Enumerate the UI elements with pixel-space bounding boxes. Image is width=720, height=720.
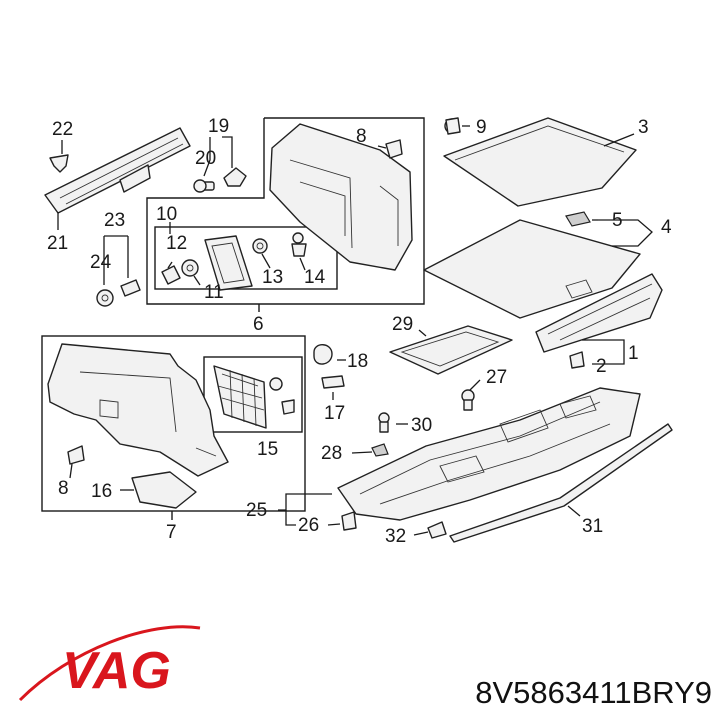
callout-19: 19 <box>208 116 229 137</box>
callout-16: 16 <box>91 481 112 502</box>
stud-part-23 <box>120 279 141 297</box>
bolt-part-30 <box>378 412 390 433</box>
floor-cover-part-3 <box>443 117 637 207</box>
leader-lines <box>57 125 653 536</box>
parcel-shelf-part-25 <box>337 387 641 521</box>
washer-part-13 <box>252 238 268 254</box>
clip-part-32 <box>427 521 447 539</box>
subgroup-frame-10 <box>154 226 338 290</box>
group-frame-6 <box>146 117 425 305</box>
clip-part-15-a <box>269 377 283 391</box>
logo-swoosh <box>18 625 201 702</box>
clip-part-8-left <box>67 445 85 465</box>
load-floor-part-4 <box>423 219 641 319</box>
callout-7: 7 <box>166 522 177 543</box>
callout-6: 6 <box>253 314 264 335</box>
clip-part-15-b <box>281 399 295 415</box>
cap-part-12 <box>161 265 181 285</box>
sill-trim-part-21 <box>44 127 191 214</box>
callout-32: 32 <box>385 526 406 547</box>
clip-part-2 <box>569 351 585 369</box>
callout-21: 21 <box>47 233 68 254</box>
tray-part-16 <box>131 471 197 509</box>
callout-4: 4 <box>661 217 672 238</box>
screw-part-14 <box>291 232 307 257</box>
sill-panel-part-1 <box>535 273 663 353</box>
callout-11: 11 <box>204 282 224 303</box>
grommet-part-11b <box>181 259 199 277</box>
handle-part-5 <box>565 211 591 227</box>
callout-20: 20 <box>195 148 216 169</box>
callout-25: 25 <box>246 500 267 521</box>
callout-labels: 22 21 19 20 23 24 8 9 3 5 4 10 12 11 13 … <box>47 116 672 547</box>
callout-18: 18 <box>347 351 368 372</box>
logo-text: VAG <box>62 642 171 700</box>
callout-3: 3 <box>638 117 649 138</box>
bracket-part-19 <box>223 167 247 187</box>
group-frame-7 <box>41 335 306 512</box>
lamp-part-17 <box>321 375 345 389</box>
callout-2: 2 <box>596 356 607 377</box>
callout-22: 22 <box>52 119 73 140</box>
bolt-part-20 <box>193 179 215 193</box>
callout-31: 31 <box>582 516 603 537</box>
callout-27: 27 <box>486 367 507 388</box>
cover-part-11 <box>204 235 253 291</box>
side-trim-part-6 <box>269 123 413 271</box>
callout-26: 26 <box>298 515 319 536</box>
tray-part-29 <box>389 325 513 375</box>
callout-23: 23 <box>104 210 125 231</box>
callout-13: 13 <box>262 267 283 288</box>
callout-17: 17 <box>324 403 345 424</box>
trim-strip-part-31 <box>449 423 673 543</box>
callout-1: 1 <box>628 343 639 364</box>
callout-24: 24 <box>90 252 112 273</box>
callout-29: 29 <box>392 314 413 335</box>
callout-10: 10 <box>156 204 177 225</box>
clip-part-8-top <box>385 139 403 159</box>
clip-part-9 <box>444 117 461 135</box>
callout-12: 12 <box>166 233 187 254</box>
callout-5: 5 <box>612 210 623 231</box>
callout-15: 15 <box>257 439 278 460</box>
callout-30: 30 <box>411 415 432 436</box>
callout-9: 9 <box>476 117 487 138</box>
net-part-15 <box>213 365 267 429</box>
clip-part-22 <box>49 154 69 173</box>
callout-8-left: 8 <box>58 478 69 499</box>
clip-part-28 <box>371 443 389 457</box>
screw-part-27 <box>461 389 475 411</box>
callout-28: 28 <box>321 443 342 464</box>
clip-part-24 <box>96 289 114 307</box>
ring-part-18 <box>313 344 333 365</box>
callout-8-top: 8 <box>356 126 367 147</box>
part-number: 8V5863411BRY9 <box>475 675 712 710</box>
subgroup-frame-15 <box>203 356 303 433</box>
vag-logo: VAG <box>18 625 201 702</box>
side-trim-part-7 <box>47 343 229 477</box>
clip-part-26 <box>341 511 357 531</box>
callout-14: 14 <box>304 267 326 288</box>
